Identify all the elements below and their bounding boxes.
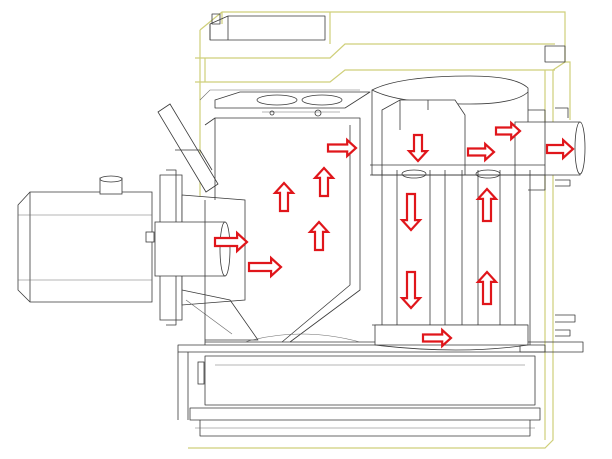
burner-motor — [17, 175, 155, 303]
flow-arrow-icon — [213, 230, 249, 254]
burner-flange — [154, 169, 259, 341]
flow-arrow-icon — [475, 270, 499, 306]
flow-arrow-icon — [326, 137, 358, 159]
fuel-chute — [157, 103, 219, 193]
flow-arrow-icon — [399, 192, 423, 232]
flow-arrow-icon — [247, 255, 283, 279]
flow-arrow-icon — [494, 120, 522, 142]
exchanger-tubes — [370, 164, 545, 351]
flow-arrow-icon — [312, 166, 336, 198]
flow-arrow-icon — [466, 141, 496, 163]
flow-arrow-icon — [545, 137, 575, 161]
flow-arrow-icon — [421, 327, 453, 349]
boiler-outer-casing — [188, 11, 571, 449]
flow-arrow-icon — [399, 270, 423, 310]
flow-arrow-icon — [406, 133, 430, 163]
return-connectors — [555, 314, 576, 337]
exchanger-top-collector — [371, 75, 529, 176]
flow-arrow-icon — [272, 181, 296, 213]
flow-arrow-icon — [307, 220, 331, 252]
combustion-chamber — [204, 117, 375, 345]
ash-drawer — [177, 344, 546, 437]
top-plate — [214, 91, 371, 117]
boiler-top-lid — [199, 13, 566, 101]
flow-arrows — [213, 120, 575, 349]
flow-arrow-icon — [475, 187, 499, 223]
